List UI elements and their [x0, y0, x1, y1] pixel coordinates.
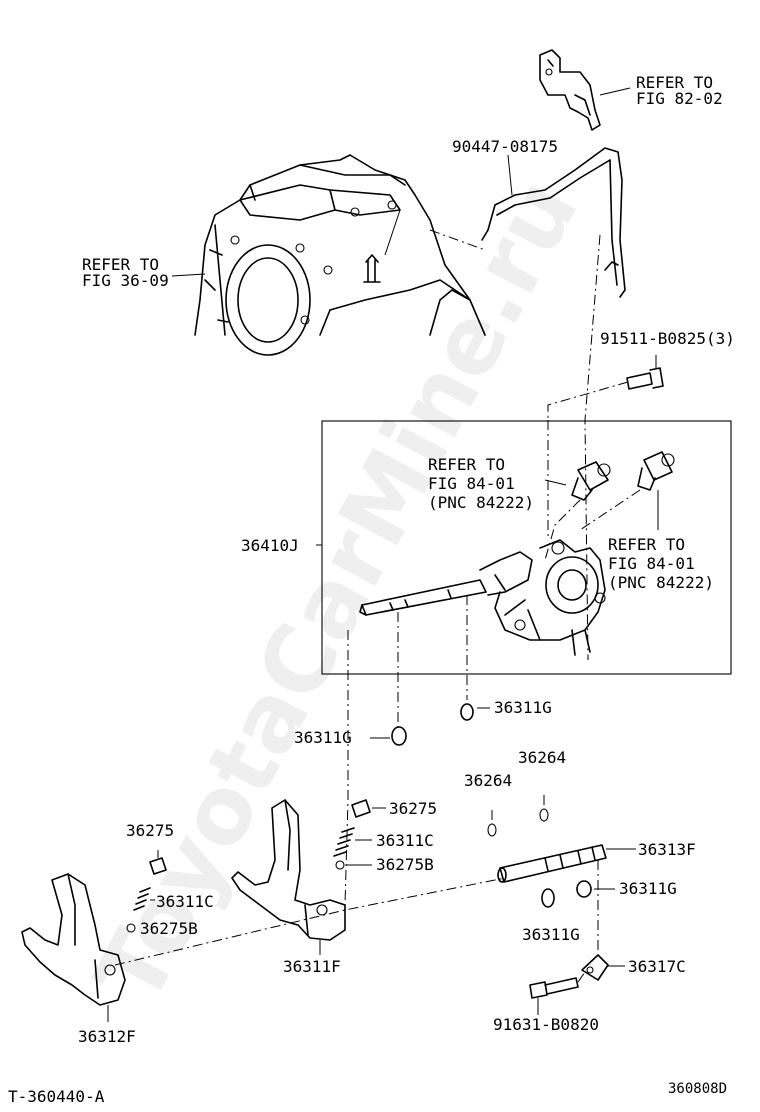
part-number-36312F: 36312F — [78, 1027, 136, 1046]
snap-ring-36311G-upper-illustration — [460, 703, 490, 721]
labels: REFER TO FIG 82-02 90447-08175 REFER TO … — [8, 73, 735, 1106]
snap-ring-36311G-lower-b-illustration — [576, 880, 615, 898]
bracket-illustration — [539, 49, 631, 131]
part-number-90447-08175: 90447-08175 — [452, 137, 558, 156]
refer-82-02-line2: FIG 82-02 — [636, 89, 723, 108]
part-number-91511-B0825: 91511-B0825(3) — [600, 329, 735, 348]
part-number-36275B-left: 36275B — [140, 919, 198, 938]
part-number-36313F: 36313F — [638, 840, 696, 859]
refer-84-01-left-line3: (PNC 84222) — [428, 493, 534, 512]
part-number-36264-right: 36264 — [518, 748, 566, 767]
leader-fig-36-09 — [171, 273, 206, 277]
part-number-36311F: 36311F — [283, 957, 341, 976]
refer-84-01-left-line2: FIG 84-01 — [428, 474, 515, 493]
switch-right-illustration — [579, 451, 675, 531]
spring-36311C-middle-illustration — [333, 827, 372, 857]
part-number-91631-B0820: 91631-B0820 — [493, 1015, 599, 1034]
refer-84-01-left-line1: REFER TO — [428, 455, 505, 474]
lock-plate-36317C-illustration — [581, 954, 625, 981]
alignment-line-bottom — [114, 877, 506, 966]
figure-id: T-360440-A — [8, 1087, 105, 1106]
part-number-36275-left: 36275 — [126, 821, 174, 840]
plug-36275-middle-illustration — [351, 799, 386, 818]
transmission-case-illustration — [194, 154, 486, 356]
spring-36311C-left-illustration — [133, 887, 155, 911]
drawing-number: 360808D — [668, 1081, 727, 1097]
bolt-91511-illustration — [547, 355, 664, 420]
part-number-36311G-left: 36311G — [294, 728, 352, 747]
refer-82-02-line1: REFER TO — [636, 73, 713, 92]
ball-36275B-left-illustration — [126, 923, 136, 933]
assembly-box-36410J — [321, 420, 732, 675]
centerline-c — [344, 630, 349, 906]
snap-ring-36311G-lower-a-illustration — [541, 888, 555, 908]
pipe-90447-illustration — [429, 147, 626, 298]
shift-housing-assembly-illustration — [359, 234, 606, 661]
part-number-36317C: 36317C — [628, 957, 686, 976]
part-number-36264-left: 36264 — [464, 771, 512, 790]
part-number-36311G-upper: 36311G — [494, 698, 552, 717]
part-number-36275-middle: 36275 — [389, 799, 437, 818]
plug-36275-left-illustration — [149, 850, 167, 875]
shaft-36313F-illustration — [487, 795, 636, 883]
bolt-91631-illustration — [529, 971, 586, 1015]
fork-36311F-illustration — [231, 799, 346, 955]
refer-84-01-right-line1: REFER TO — [608, 535, 685, 554]
snap-ring-36311G-left-illustration — [370, 726, 407, 746]
refer-36-09-line2: FIG 36-09 — [82, 271, 169, 290]
ball-36275B-middle-illustration — [335, 860, 372, 870]
part-number-36311C-left: 36311C — [156, 892, 214, 911]
refer-36-09-line1: REFER TO — [82, 255, 159, 274]
switch-left-illustration — [544, 461, 611, 561]
part-number-36311G-lower: 36311G — [522, 925, 580, 944]
part-number-36275B-middle: 36275B — [376, 855, 434, 874]
watermark: ToyotaCarMine.ru — [75, 162, 599, 1020]
refer-84-01-right-line2: FIG 84-01 — [608, 554, 695, 573]
refer-84-01-right-line3: (PNC 84222) — [608, 573, 714, 592]
part-number-36410J: 36410J — [241, 536, 299, 555]
part-number-36311C-middle: 36311C — [376, 831, 434, 850]
fork-36312F-illustration — [21, 873, 126, 1022]
part-number-36311G-right: 36311G — [619, 879, 677, 898]
